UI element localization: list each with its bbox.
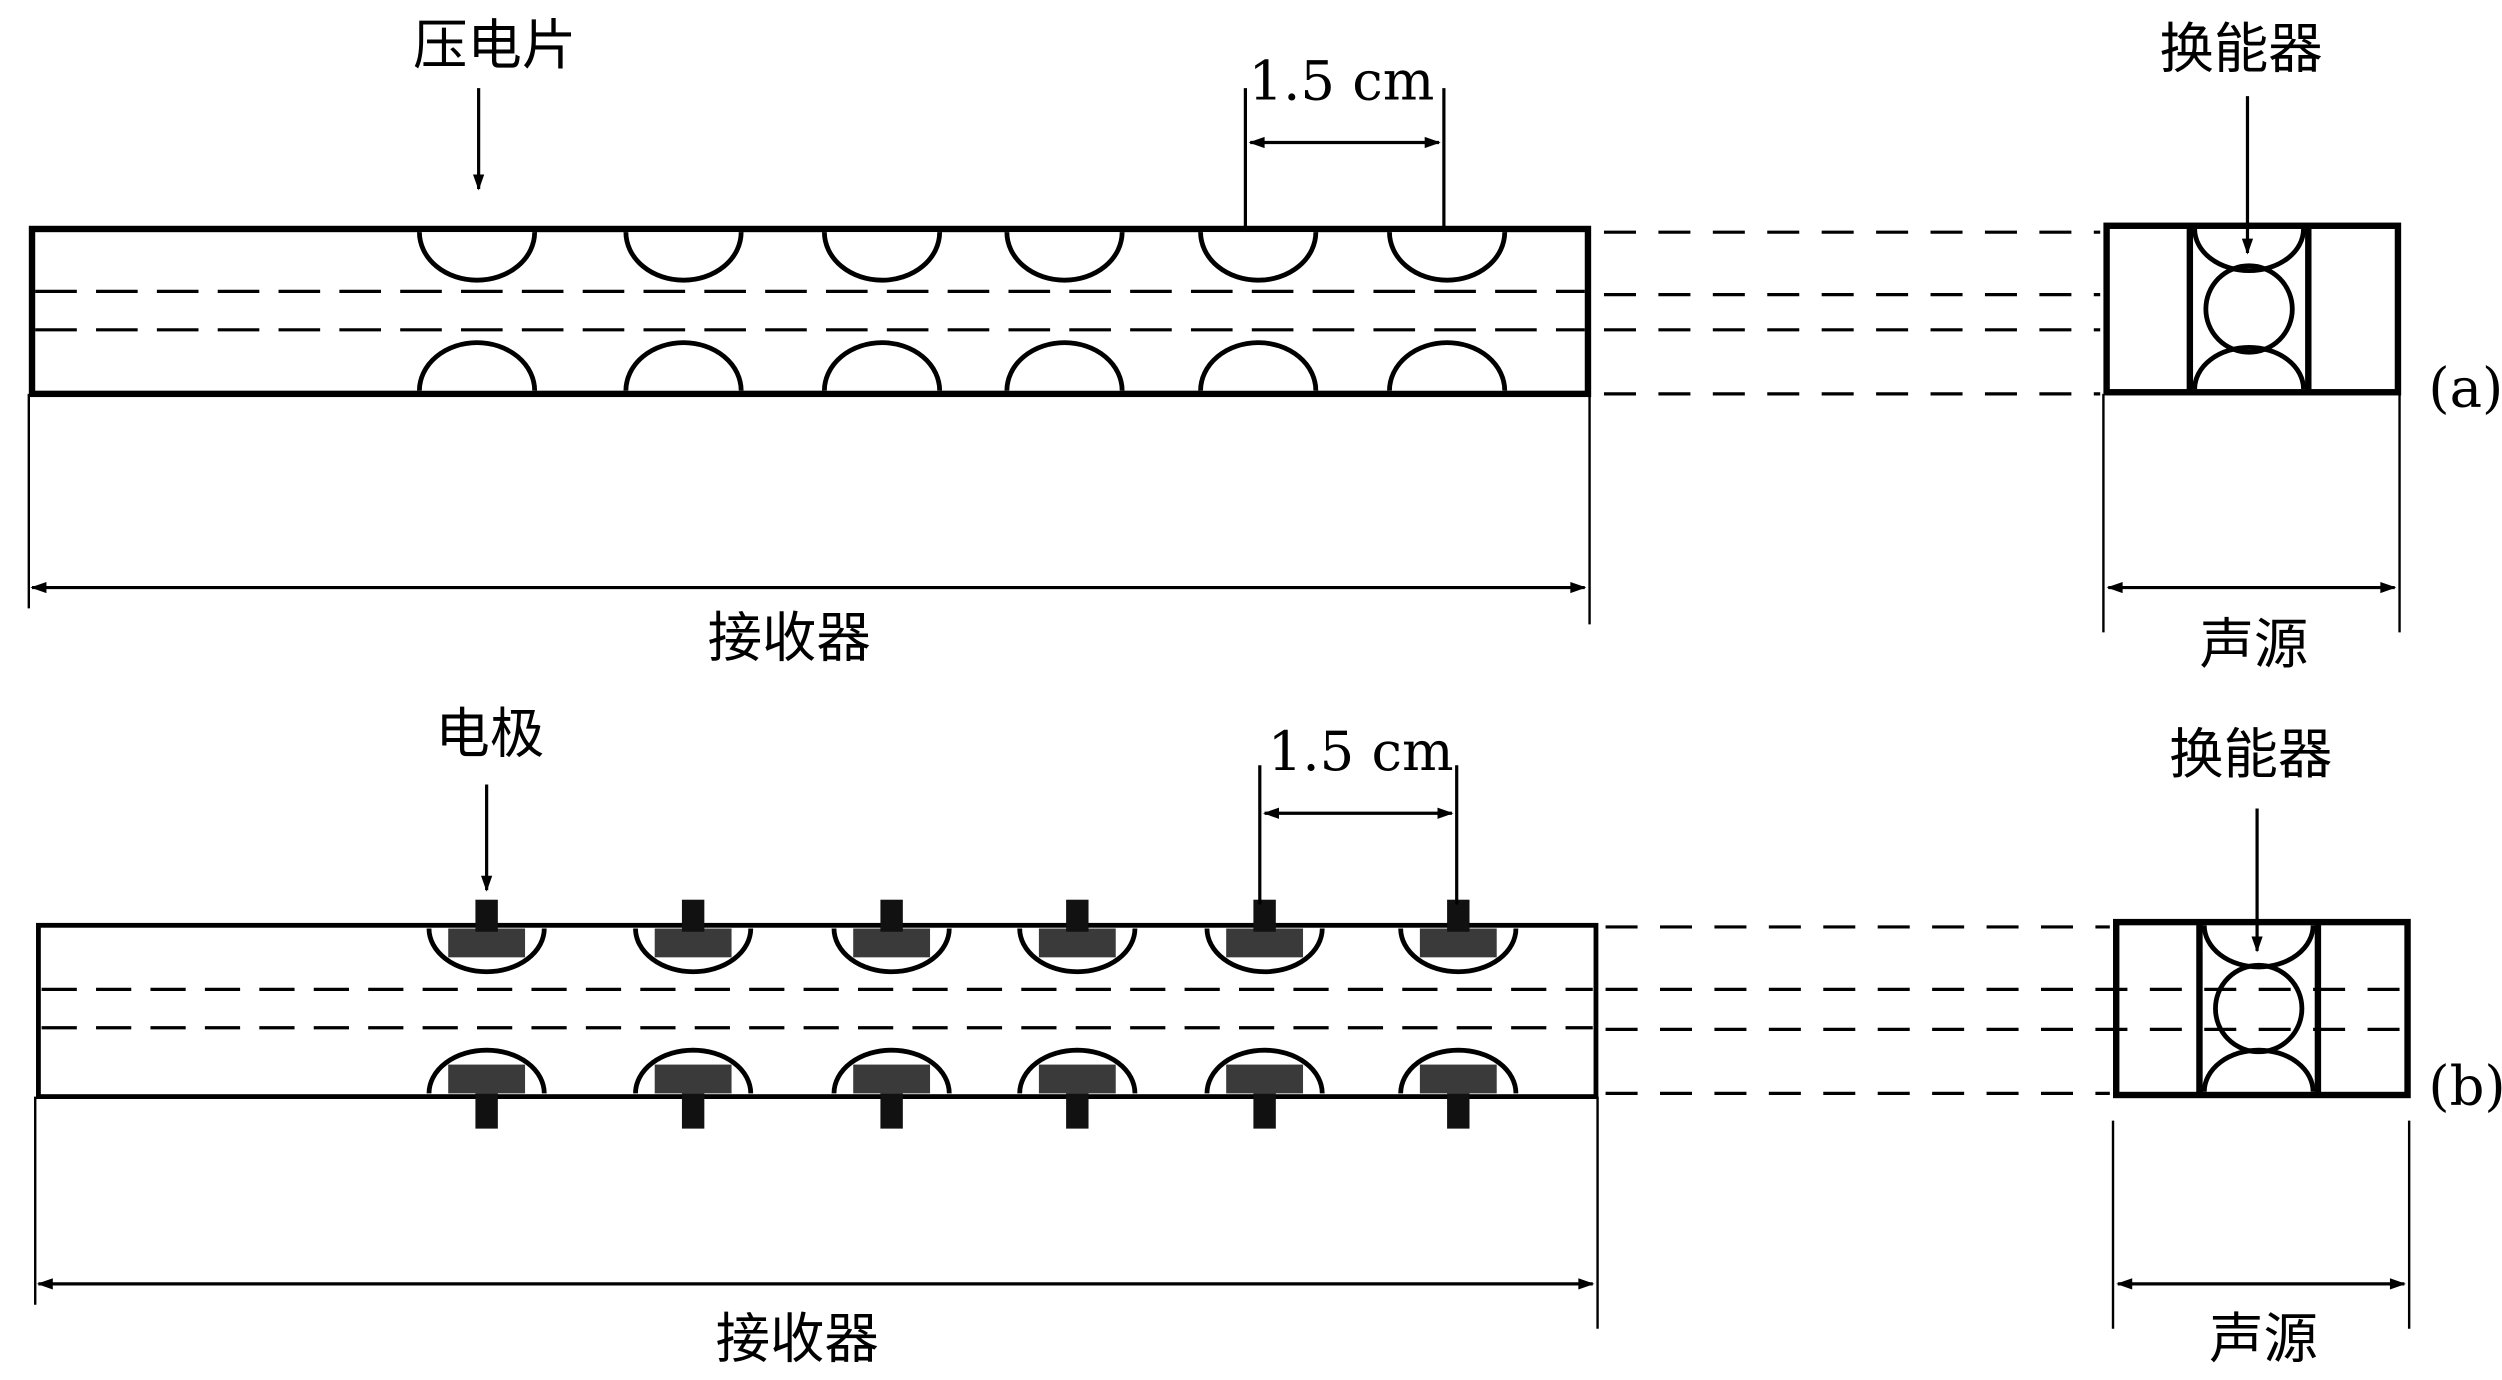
source-housing [2113, 918, 2411, 1099]
electrode [426, 899, 547, 975]
receiver-label: 接收器 [716, 1307, 879, 1371]
receiver-tube [36, 922, 1599, 1099]
transducer-label: 换能器 [2159, 16, 2322, 80]
panel-b: 电极 1.5 cm 接收器 换能器 [34, 701, 2502, 1371]
piezo-element [417, 340, 538, 391]
electrode [831, 1047, 952, 1129]
source-label: 声源 [2209, 1307, 2318, 1371]
electrode [1017, 1047, 1138, 1129]
electrode [1398, 1047, 1519, 1129]
piezo-elements-bottom [417, 340, 1508, 391]
electrode [831, 899, 952, 975]
electrode [1017, 899, 1138, 975]
piezo-element [417, 232, 538, 283]
electrode [1398, 899, 1519, 975]
connection-dashed-lines [1605, 925, 2402, 1095]
transducer-circle [2213, 962, 2305, 1055]
transducer-arc [2192, 228, 2306, 273]
piezo-element [821, 232, 943, 283]
transducer-circle [2203, 263, 2295, 355]
transducer-label: 换能器 [2169, 722, 2332, 786]
connection-dashed-lines [1603, 230, 2101, 396]
source-housing [2103, 222, 2402, 396]
piezo-element [821, 340, 943, 391]
electrodes-bottom [426, 1047, 1519, 1129]
piezo-element [623, 232, 744, 283]
receiver-tube [28, 225, 1592, 398]
receiver-label: 接收器 [708, 605, 871, 669]
sound-source [2113, 918, 2411, 1099]
piezo-element [623, 340, 744, 391]
spacing-label: 1.5 cm [1248, 48, 1434, 112]
piezo-element [1004, 340, 1125, 391]
electrode-label: 电极 [435, 701, 544, 765]
panel-tag: (b) [2428, 1054, 2502, 1118]
piezo-element [1198, 340, 1319, 391]
transducer-arc [2201, 1047, 2316, 1092]
piezo-element [1004, 232, 1125, 283]
piezo-element [1387, 340, 1508, 391]
electrode [633, 1047, 754, 1129]
piezo-elements-top [417, 232, 1508, 283]
source-label: 声源 [2199, 612, 2308, 676]
electrode [633, 899, 754, 975]
sound-source [2103, 222, 2402, 396]
piezo-label: 压电片 [413, 13, 576, 77]
electrode [1204, 899, 1325, 975]
panel-tag: (a) [2428, 356, 2502, 420]
piezo-element [1198, 232, 1319, 283]
electrode [426, 1047, 547, 1129]
panel-a: 压电片 1.5 cm 接收器 换能器 [27, 13, 2502, 676]
piezo-element [1387, 232, 1508, 283]
electrode [1204, 1047, 1325, 1129]
electrodes-top [426, 899, 1519, 975]
transducer-arc [2192, 345, 2306, 390]
spacing-label: 1.5 cm [1268, 719, 1454, 783]
